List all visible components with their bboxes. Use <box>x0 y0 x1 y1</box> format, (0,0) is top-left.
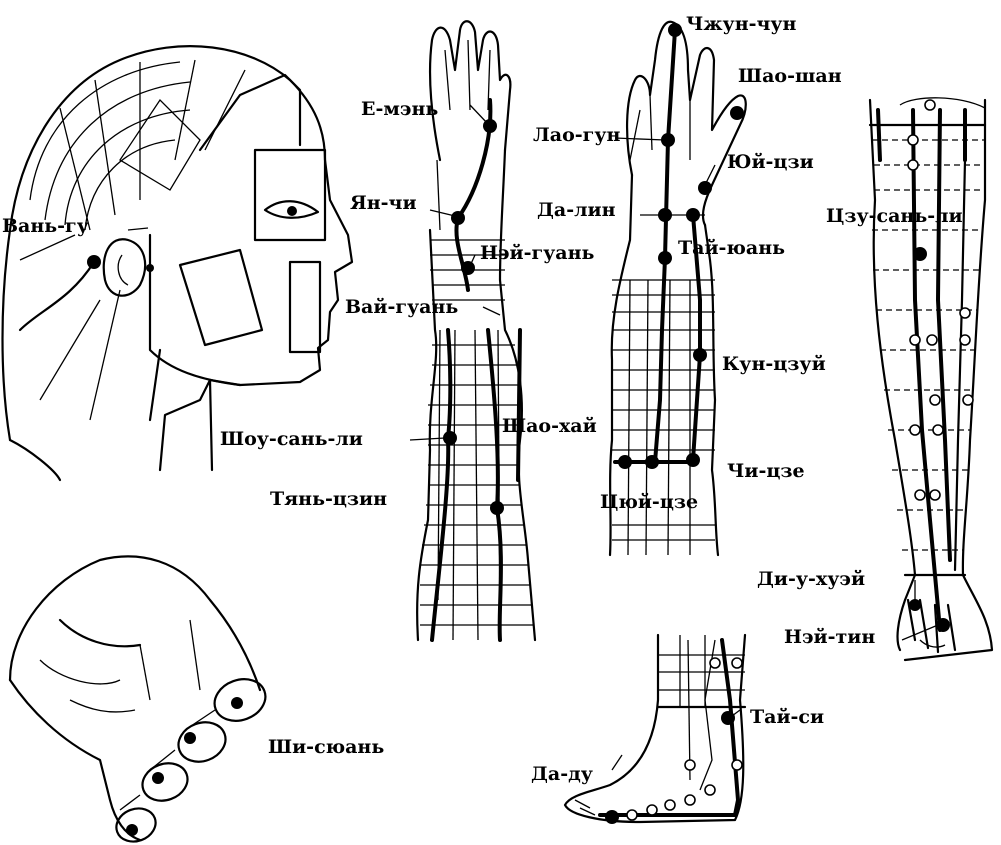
leg-figure <box>870 98 992 660</box>
fist-figure <box>10 556 271 845</box>
label-chi-cze: Чи-цзе <box>727 460 805 482</box>
head-figure <box>3 46 353 480</box>
label-shao-hai: Шао-хай <box>502 415 597 437</box>
label-nei-guan: Нэй-гуань <box>480 242 595 264</box>
label-shao-shan: Шао-шан <box>738 65 842 87</box>
label-shi-syuan: Ши-сюань <box>268 736 384 758</box>
label-yan-chi: Ян-чи <box>350 192 417 214</box>
label-cyui-cze: Цюй-цзе <box>600 491 698 513</box>
label-da-lin: Да-лин <box>537 199 616 221</box>
label-tyan-czin: Тянь-цзин <box>270 488 387 510</box>
label-da-du: Да-ду <box>531 763 593 785</box>
label-di-u-huei: Ди-у-хуэй <box>757 568 865 590</box>
label-van-gu: Вань-гу <box>2 215 89 237</box>
foot-figure <box>565 635 745 824</box>
label-yui-czi: Юй-цзи <box>727 151 814 173</box>
label-lao-gun: Лао-гун <box>533 124 620 146</box>
label-e-men: Е-мэнь <box>361 98 438 120</box>
palm-forearm-figure <box>610 22 746 555</box>
label-kun-czui: Кун-цзуй <box>722 353 826 375</box>
label-vai-guan: Вай-гуань <box>345 296 458 318</box>
label-nei-tin: Нэй-тин <box>784 626 875 648</box>
label-tai-yuan: Тай-юань <box>678 237 785 259</box>
label-shou-san-li: Шоу-сань-ли <box>220 428 363 450</box>
label-czu-san-li: Цзу-сань-ли <box>826 205 963 227</box>
point-labels: Вань-гу Е-мэнь Ян-чи Нэй-гуань Вай-гуань… <box>2 13 963 785</box>
label-tai-si: Тай-си <box>750 706 824 728</box>
label-chzhun-chun: Чжун-чун <box>686 13 797 35</box>
